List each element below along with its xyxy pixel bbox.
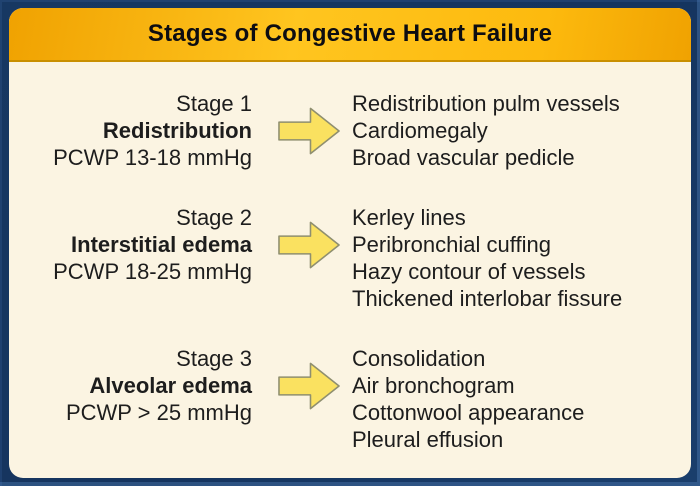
stages-panel: Stage 1 Redistribution PCWP 13-18 mmHg R… (9, 62, 691, 453)
stage-name: Redistribution (102, 118, 252, 143)
title-bar: Stages of Congestive Heart Failure (9, 8, 691, 62)
finding-item: Peribronchial cuffing (352, 232, 551, 257)
finding-item: Thickened interlobar fissure (352, 286, 623, 311)
stage-info: Stage 1 Redistribution PCWP 13-18 mmHg (17, 90, 252, 171)
finding-item: Pleural effusion (352, 427, 504, 452)
right-arrow-icon (252, 345, 352, 426)
stage-label: Stage 2 (176, 205, 252, 230)
stage-pcwp: PCWP 13-18 mmHg (53, 145, 252, 170)
finding-item: Broad vascular pedicle (352, 145, 575, 170)
stage-name: Alveolar edema (89, 373, 252, 398)
finding-item: Cottonwool appearance (352, 400, 585, 425)
right-arrow-icon (252, 90, 352, 171)
stages-card: Stages of Congestive Heart Failure Stage… (9, 8, 691, 478)
stage-label: Stage 1 (176, 91, 252, 116)
finding-item: Cardiomegaly (352, 118, 488, 143)
finding-item: Consolidation (352, 346, 486, 371)
finding-item: Hazy contour of vessels (352, 259, 586, 284)
stage-row: Stage 2 Interstitial edema PCWP 18-25 mm… (17, 204, 677, 312)
right-arrow-icon (252, 204, 352, 285)
stage-pcwp: PCWP > 25 mmHg (65, 400, 252, 425)
finding-item: Kerley lines (352, 205, 466, 230)
page-title: Stages of Congestive Heart Failure (147, 20, 553, 47)
stage-label: Stage 3 (176, 346, 252, 371)
stage-row: Stage 1 Redistribution PCWP 13-18 mmHg R… (17, 90, 677, 171)
stage-row: Stage 3 Alveolar edema PCWP > 25 mmHg Co… (17, 345, 677, 453)
finding-item: Air bronchogram (352, 373, 515, 398)
stage-info: Stage 3 Alveolar edema PCWP > 25 mmHg (17, 345, 252, 426)
stage-pcwp: PCWP 18-25 mmHg (53, 259, 252, 284)
stage-name: Interstitial edema (71, 232, 252, 257)
stage-info: Stage 2 Interstitial edema PCWP 18-25 mm… (17, 204, 252, 285)
finding-item: Redistribution pulm vessels (352, 91, 620, 116)
